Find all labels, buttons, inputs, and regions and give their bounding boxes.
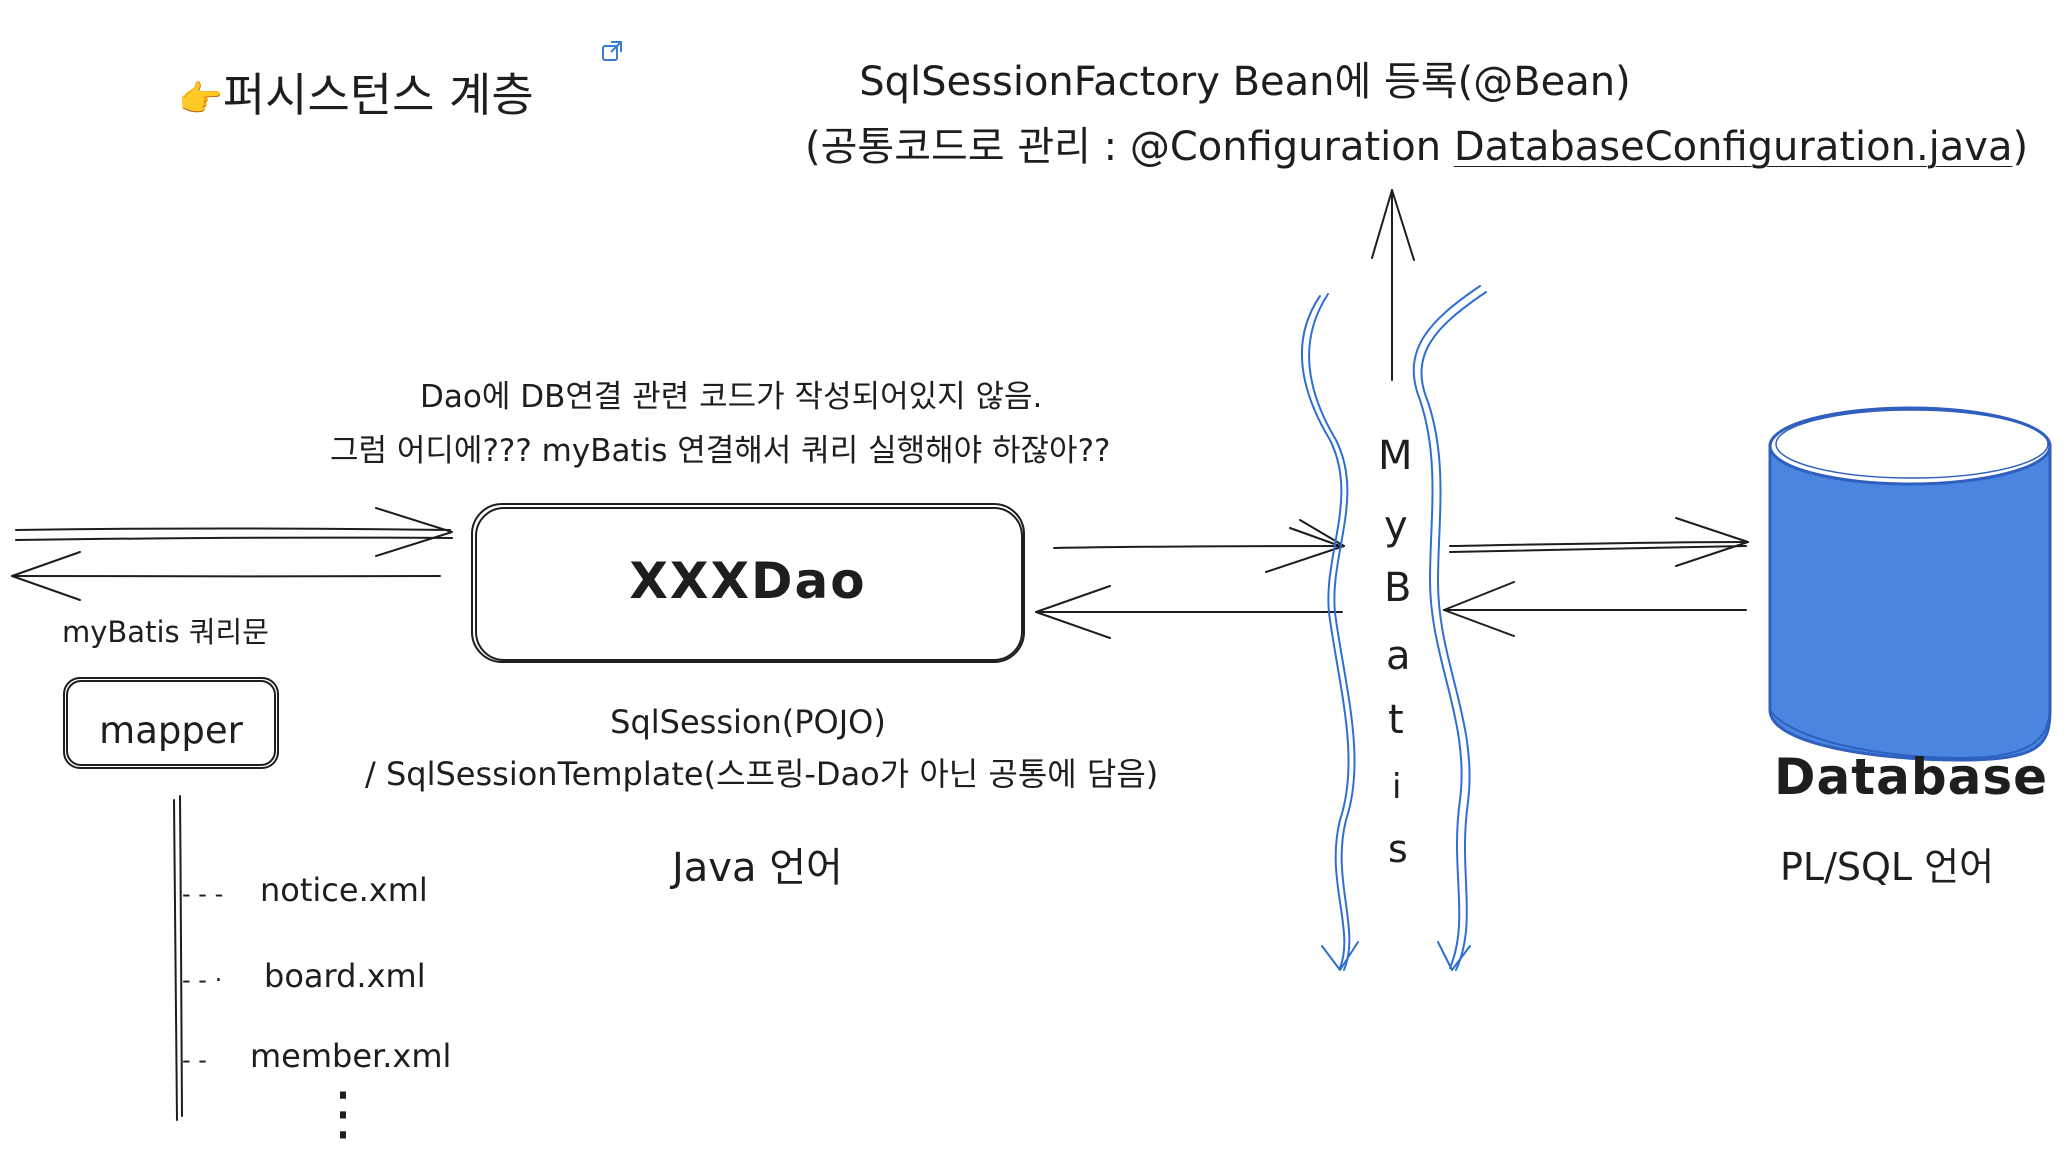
left-arrow-left — [11, 551, 441, 601]
mybatis-to-db-arrow — [1449, 517, 1749, 567]
configuration-note-open: ( — [805, 124, 821, 170]
mybatis-letter-b: B — [1384, 565, 1412, 611]
db-to-mybatis-arrow — [1443, 581, 1747, 637]
dao-box[interactable] — [471, 503, 1025, 663]
mapper-file-member[interactable]: member.xml — [250, 1037, 452, 1075]
configuration-note-close: ) — [2012, 124, 2029, 170]
mybatis-letter-y: y — [1384, 503, 1408, 549]
external-link-icon[interactable] — [602, 41, 622, 61]
sqlsession-template-label: / SqlSessionTemplate(스프링-Dao가 아닌 공통에 담음) — [365, 755, 1159, 793]
sqlsession-label: SqlSession(POJO) — [610, 703, 886, 741]
plsql-language-label: PL/SQL 언어 — [1780, 845, 1995, 889]
mybatis-letter-s: s — [1388, 827, 1408, 871]
database-cylinder[interactable] — [1768, 406, 2052, 762]
mapper-file-notice[interactable]: notice.xml — [260, 871, 428, 909]
mapper-files-ellipsis: ⋮ — [314, 1079, 372, 1147]
dao-note-line-2: 그럼 어디에??? myBatis 연결해서 쿼리 실행해야 하잖아?? — [330, 433, 1111, 469]
mapper-file-board[interactable]: board.xml — [264, 957, 426, 995]
mybatis-letter-a: a — [1386, 633, 1411, 679]
mapper-file-dashes-notice: - - - — [182, 880, 224, 908]
dao-box-label: XXXDao — [629, 552, 867, 610]
mybatis-query-label: myBatis 쿼리문 — [62, 615, 269, 649]
page-title: 👉퍼시스턴스 계층 — [178, 72, 534, 118]
pointing-hand-icon: 👉 — [178, 79, 223, 120]
configuration-note-mid: 코드로 관리 : @Configuration — [894, 124, 1454, 170]
configuration-note: (공통코드로 관리 : @Configuration DatabaseConfi… — [805, 127, 2028, 167]
database-configuration-file: DatabaseConfiguration.java — [1453, 124, 2013, 170]
mybatis-wave-right — [1412, 285, 1487, 971]
mybatis-letter-t: t — [1388, 697, 1404, 743]
page-title-text: 퍼시스턴스 계층 — [222, 68, 534, 122]
java-language-label: Java 언어 — [672, 845, 843, 891]
mapper-file-dashes-member: - - — [182, 1046, 207, 1074]
mybatis-wave-left — [1300, 293, 1359, 971]
mapper-box-label: mapper — [99, 709, 243, 752]
database-label: Database — [1774, 748, 2049, 806]
mybatis-letter-i: i — [1392, 767, 1402, 807]
mybatis-letter-m: M — [1378, 433, 1413, 479]
mapper-file-dashes-board: - - · — [182, 966, 223, 994]
mapper-box[interactable] — [63, 677, 279, 769]
dao-to-mybatis-arrow — [1053, 519, 1345, 573]
sqlsession-factory-note: SqlSessionFactory Bean에 등록(@Bean) — [859, 59, 1631, 105]
dao-note-line-1: Dao에 DB연결 관련 코드가 작성되어있지 않음. — [420, 379, 1043, 415]
common-highlight: 공통 — [820, 124, 895, 170]
mybatis-up-arrow — [1371, 189, 1415, 381]
left-arrow-right — [15, 507, 453, 557]
mybatis-to-dao-arrow — [1035, 585, 1343, 639]
mapper-tree-trunk — [173, 795, 183, 1121]
